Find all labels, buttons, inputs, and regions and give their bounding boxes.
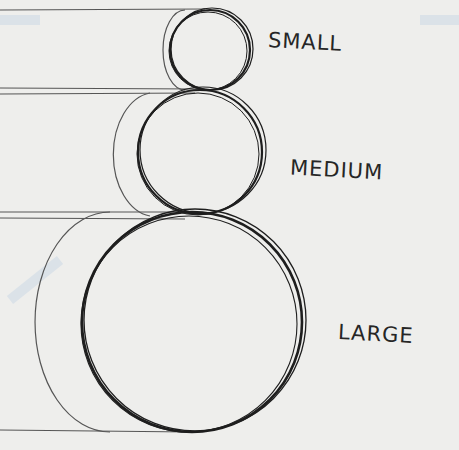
size-label: LARGE	[337, 320, 414, 348]
size-label: SMALL	[267, 28, 342, 56]
watermark	[0, 20, 459, 300]
size-label: MEDIUM	[289, 156, 383, 185]
guide-lines	[0, 9, 205, 432]
stacked-circles	[81, 8, 306, 432]
